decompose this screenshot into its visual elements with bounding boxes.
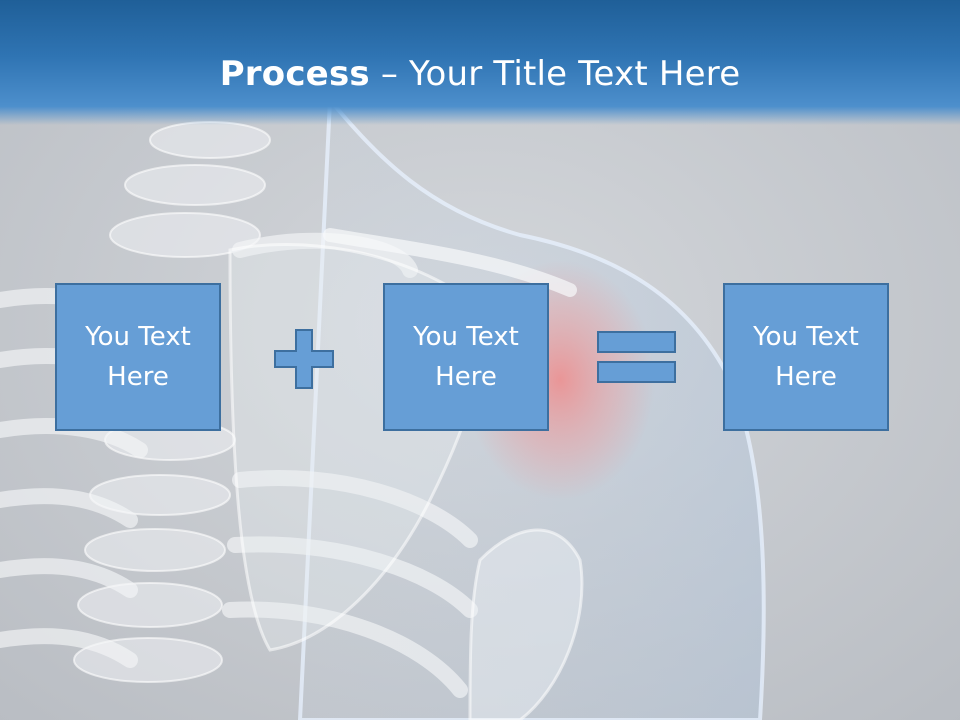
process-box-text: You Text Here [85,322,191,392]
process-box-1[interactable]: You Text Here [55,283,221,431]
title-rest: – Your Title Text Here [369,54,741,94]
plus-icon [274,329,334,389]
equals-icon [597,331,676,383]
title-bar [0,0,960,125]
process-box-3[interactable]: You Text Here [723,283,889,431]
title-bold: Process [219,54,370,94]
process-box-text: You Text Here [413,322,519,392]
slide-title: Process – Your Title Text Here [0,52,960,96]
process-box-text: You Text Here [753,322,859,392]
process-box-2[interactable]: You Text Here [383,283,549,431]
